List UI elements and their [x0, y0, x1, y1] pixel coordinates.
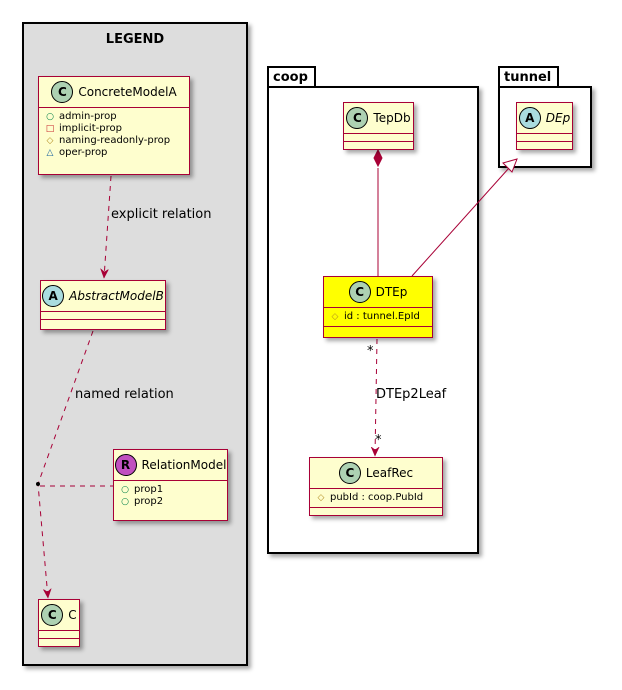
attribute-list: ○ admin-prop □ implicit-prop ◇ naming-re… [39, 108, 189, 162]
concrete-model-a-class: C ConcreteModelA ○ admin-prop □ implicit… [38, 76, 190, 175]
class-name: DEp [545, 111, 571, 125]
coop-package-tab: coop [267, 66, 316, 86]
attribute-name: prop2 [134, 496, 164, 507]
attribute-name: prop1 [134, 484, 164, 495]
attribute-name: oper-prop [59, 147, 108, 158]
class-stereotype-icon: C [51, 81, 74, 103]
association-point [36, 482, 40, 486]
public-visibility-icon: ○ [121, 485, 129, 495]
attribute-list: ○ prop1 ○ prop2 [114, 481, 227, 511]
tunnel-package-name: tunnel [504, 70, 552, 85]
class-stereotype-icon: C [348, 281, 371, 303]
named-relation-line [37, 330, 94, 598]
attribute-name: implicit-prop [59, 123, 122, 134]
relation-model-class: R RelationModel ○ prop1 ○ prop2 [113, 449, 228, 521]
class-name: RelationModel [141, 458, 227, 472]
leafrec-class: C LeafRec ◇ pubId : coop.PubId [309, 457, 443, 516]
class-name: LeafRec [365, 466, 414, 480]
abstract-stereotype-icon: A [42, 285, 65, 307]
explicit-relation-line [104, 175, 112, 278]
attribute-row: ○ prop1 [120, 484, 221, 496]
attribute-row: △ oper-prop [45, 147, 183, 159]
c-class: C C [38, 599, 80, 647]
class-name: AbstractModelB [69, 289, 164, 303]
explicit-relation-label: explicit relation [111, 207, 212, 222]
protected-visibility-icon: ◇ [317, 493, 325, 503]
attribute-row: ○ admin-prop [45, 111, 183, 123]
named-relation-label: named relation [75, 387, 174, 402]
class-name: C [68, 608, 77, 622]
attribute-name: pubId : coop.PubId [330, 492, 424, 503]
abstract-stereotype-icon: A [518, 107, 541, 129]
attribute-name: admin-prop [59, 111, 117, 122]
attribute-name: id : tunnel.EpId [344, 311, 420, 322]
composition-diamond [373, 148, 383, 168]
class-name: TepDb [373, 111, 411, 125]
attribute-row: ○ prop2 [120, 496, 221, 508]
attribute-row: ◇ id : tunnel.EpId [330, 311, 426, 323]
attribute-list: ◇ id : tunnel.EpId [324, 308, 432, 326]
class-name: DTEp [375, 285, 408, 299]
dtep-class: C DTEp ◇ id : tunnel.EpId [323, 276, 433, 338]
private-visibility-icon: □ [45, 124, 55, 134]
package-visibility-icon: △ [46, 148, 54, 158]
class-stereotype-icon: C [338, 462, 361, 484]
dtep2leaf-label: DTEp2Leaf [376, 387, 447, 402]
public-visibility-icon: ○ [121, 497, 129, 507]
class-stereotype-icon: C [346, 107, 369, 129]
protected-visibility-icon: ◇ [46, 136, 54, 146]
class-stereotype-icon: C [41, 604, 64, 626]
attribute-name: naming-readonly-prop [59, 135, 171, 146]
relation-stereotype-icon: R [114, 454, 137, 476]
inheritance-line [411, 167, 510, 277]
abstract-model-b-class: A AbstractModelB [40, 280, 166, 330]
tepdb-class: C TepDb [343, 102, 414, 150]
attribute-row: □ implicit-prop [45, 123, 183, 135]
attribute-row: ◇ naming-readonly-prop [45, 135, 183, 147]
attribute-row: ◇ pubId : coop.PubId [316, 492, 436, 504]
tunnel-package-tab: tunnel [498, 66, 560, 86]
inheritance-arrowhead [502, 158, 518, 173]
dep-class: A DEp [516, 102, 573, 150]
public-visibility-icon: ○ [46, 112, 54, 122]
protected-visibility-icon: ◇ [331, 312, 339, 322]
multiplicity-target: * [375, 433, 382, 448]
attribute-list: ◇ pubId : coop.PubId [310, 489, 442, 507]
class-name: ConcreteModelA [78, 85, 177, 99]
multiplicity-source: * [367, 344, 374, 359]
coop-package-name: coop [273, 70, 308, 85]
legend-title: LEGEND [105, 32, 165, 47]
